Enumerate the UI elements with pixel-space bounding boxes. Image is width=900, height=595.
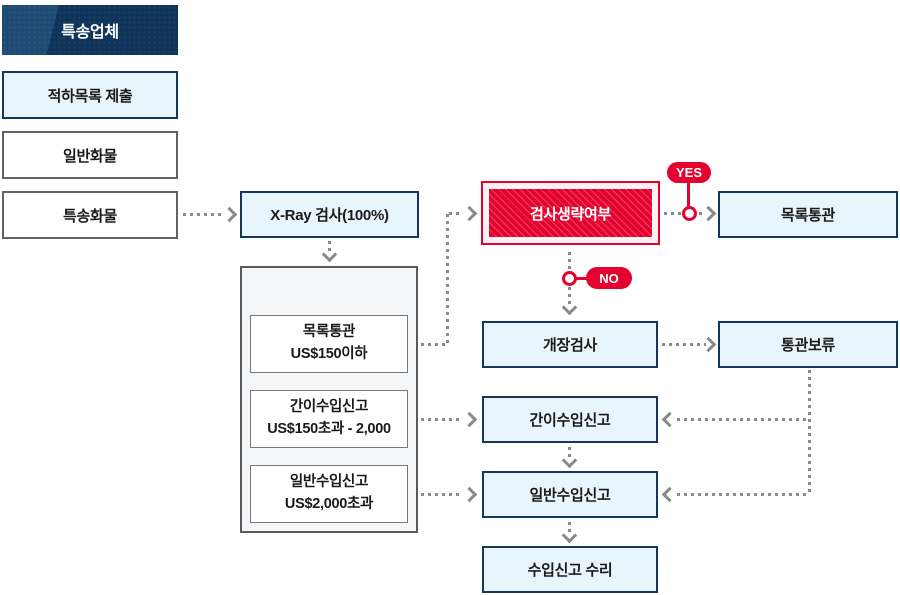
node-manifest-submission: 적하목록 제출 — [2, 71, 178, 119]
arrowhead-down-icon — [561, 452, 578, 469]
dotted-connector — [677, 493, 810, 496]
node-open-inspection-label: 개장검사 — [542, 337, 597, 354]
arrowhead-right-icon — [700, 205, 717, 222]
yes-badge: YES — [667, 162, 711, 183]
arrowhead-right-icon — [461, 486, 478, 503]
node-carrier-label: 특송업체 — [61, 24, 119, 41]
tier-simple-declaration: 간이수입신고 US$150초과 - 2,000 — [250, 390, 408, 448]
node-general-cargo-label: 일반화물 — [62, 147, 117, 165]
node-express-cargo: 특송화물 — [2, 191, 178, 239]
dotted-connector — [677, 418, 810, 421]
node-list-clearance: 목록통관 — [718, 191, 898, 238]
arrowhead-down-icon — [561, 299, 578, 316]
no-junction-dot — [562, 271, 577, 286]
node-inspection-skip-decision: 검사생략여부 — [481, 181, 660, 245]
node-clearance-hold: 통관보류 — [718, 321, 898, 368]
node-xray-inspection: X-Ray 검사(100%) — [240, 191, 419, 238]
dotted-connector — [183, 213, 223, 216]
yes-badge-label: YES — [675, 165, 702, 180]
tier-general-declaration-label: 일반수입신고 — [289, 474, 369, 491]
node-inspection-skip-decision-fill: 검사생략여부 — [489, 189, 652, 237]
dotted-connector — [446, 214, 449, 344]
dotted-connector — [421, 493, 463, 496]
arrowhead-down-icon — [561, 527, 578, 544]
tier-list-clearance: 목록통관 US$150이하 — [250, 315, 408, 373]
tier-simple-declaration-range: US$150초과 - 2,000 — [267, 421, 391, 437]
dotted-connector — [662, 343, 706, 346]
node-xray-inspection-label: X-Ray 검사(100%) — [270, 207, 389, 224]
no-branch-line — [575, 277, 587, 280]
arrowhead-left-icon — [661, 411, 678, 428]
dotted-connector — [328, 241, 331, 251]
node-declaration-accepted-label: 수입신고 수리 — [527, 562, 613, 579]
dotted-connector — [568, 447, 571, 459]
no-badge-label: NO — [599, 270, 619, 286]
arrowhead-right-icon — [700, 336, 717, 353]
node-general-cargo: 일반화물 — [2, 131, 178, 179]
node-simple-import-declaration: 간이수입신고 — [482, 396, 658, 443]
arrowhead-right-icon — [461, 411, 478, 428]
node-open-inspection: 개장검사 — [482, 321, 658, 368]
node-carrier: 특송업체 — [2, 5, 178, 55]
dotted-connector — [421, 418, 463, 421]
no-badge: NO — [586, 267, 632, 289]
node-simple-import-declaration-label: 간이수입신고 — [529, 412, 611, 429]
node-declaration-accepted: 수입신고 수리 — [482, 546, 658, 593]
node-manifest-submission-label: 적하목록 제출 — [47, 87, 133, 105]
dotted-connector — [421, 343, 448, 346]
dotted-connector — [808, 370, 811, 496]
node-clearance-hold-label: 통관보류 — [780, 337, 835, 354]
node-express-cargo-label: 특송화물 — [62, 207, 117, 225]
tier-general-declaration-range: US$2,000초과 — [284, 496, 374, 512]
arrowhead-down-icon — [321, 246, 338, 263]
tier-list-clearance-label: 목록통관 — [302, 324, 356, 341]
arrowhead-left-icon — [661, 486, 678, 503]
dotted-connector — [568, 522, 571, 534]
yes-branch-line — [687, 183, 690, 207]
tier-general-declaration: 일반수입신고 US$2,000초과 — [250, 465, 408, 523]
arrowhead-right-icon — [221, 206, 238, 223]
node-list-clearance-label: 목록통관 — [780, 207, 835, 224]
node-general-import-declaration-label: 일반수입신고 — [529, 487, 611, 504]
tier-list-clearance-range: US$150이하 — [290, 346, 368, 362]
arrowhead-right-icon — [461, 205, 478, 222]
yes-junction-dot — [682, 206, 697, 221]
node-general-import-declaration: 일반수입신고 — [482, 471, 658, 518]
node-inspection-skip-decision-label: 검사생략여부 — [529, 205, 611, 223]
tier-simple-declaration-label: 간이수입신고 — [289, 399, 369, 416]
dotted-connector — [449, 212, 463, 215]
